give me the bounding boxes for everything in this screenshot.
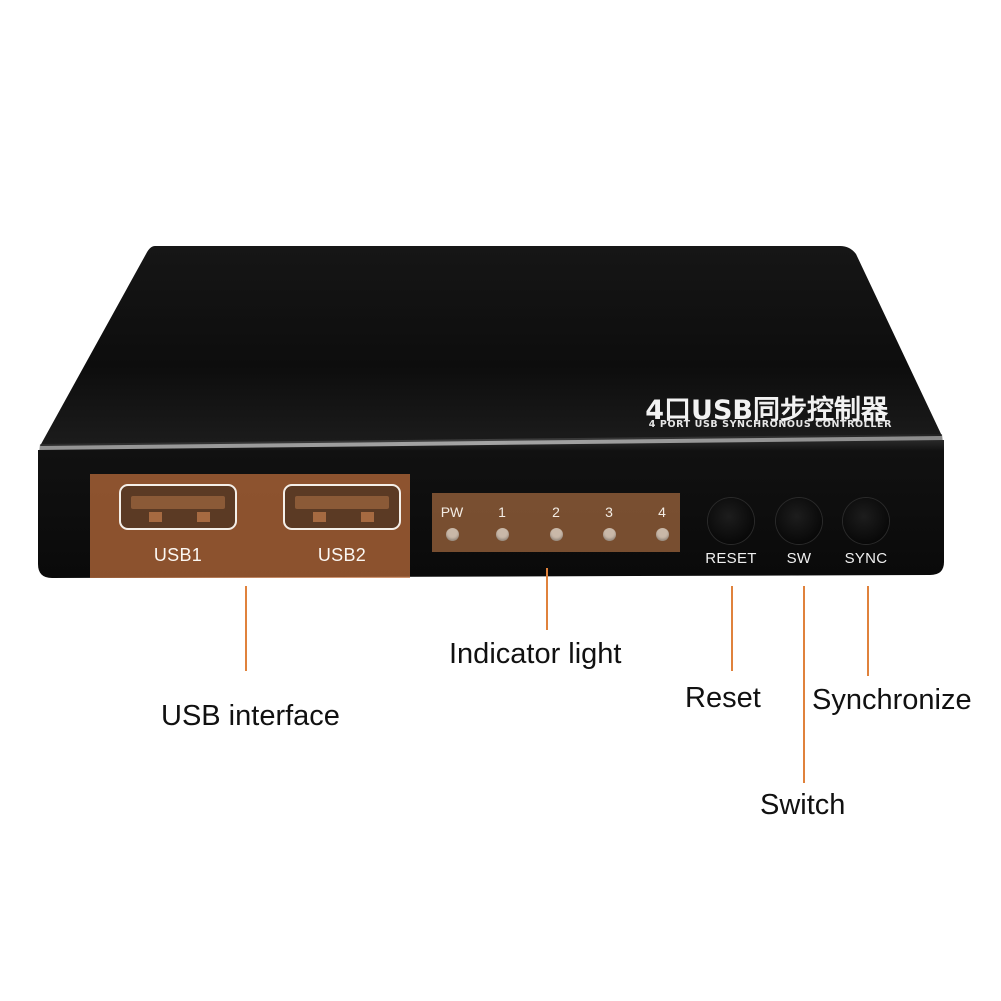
reset-callout-line (731, 586, 733, 671)
usb-pin (197, 512, 210, 522)
reset-callout-text: Reset (685, 682, 761, 714)
indicator-label-4: 4 (658, 504, 666, 520)
usb-port-1[interactable] (119, 484, 237, 530)
device-title-en: 4 PORT USB SYNCHRONOUS CONTROLLER (648, 419, 892, 430)
indicator-callout-line (546, 568, 548, 630)
usb-callout-line (245, 586, 247, 671)
switch-button-label: SW (786, 550, 812, 567)
switch-callout-line (803, 586, 805, 783)
indicator-label-3: 3 (605, 504, 613, 520)
reset-button[interactable] (708, 498, 754, 544)
indicator-label-2: 2 (552, 504, 560, 520)
indicator-led-1 (496, 528, 509, 541)
usb-callout-text: USB interface (161, 700, 340, 732)
indicator-panel (432, 493, 680, 552)
reset-button-label: RESET (705, 550, 757, 567)
device-title-cn: 4口USB同步控制器 (645, 395, 888, 426)
usb-pin (361, 512, 374, 522)
device-top-surface (40, 246, 942, 446)
sync-button[interactable] (843, 498, 889, 544)
usb-port-2[interactable] (283, 484, 401, 530)
switch-callout-text: Switch (760, 789, 846, 821)
indicator-led-3 (603, 528, 616, 541)
indicator-led-2 (550, 528, 563, 541)
indicator-led-4 (656, 528, 669, 541)
switch-button[interactable] (776, 498, 822, 544)
sync-button-label: SYNC (844, 550, 888, 567)
usb-pin (149, 512, 162, 522)
sync-callout-text: Synchronize (812, 684, 972, 716)
indicator-callout-text: Indicator light (449, 638, 622, 670)
usb-pin (313, 512, 326, 522)
indicator-label-pw: PW (440, 504, 464, 520)
usb-tongue (131, 496, 225, 509)
usb-tongue (295, 496, 389, 509)
usb-port-1-label: USB1 (153, 545, 203, 565)
usb-port-2-label: USB2 (317, 545, 367, 565)
indicator-label-1: 1 (498, 504, 506, 520)
indicator-led-pw (446, 528, 459, 541)
sync-callout-line (867, 586, 869, 676)
